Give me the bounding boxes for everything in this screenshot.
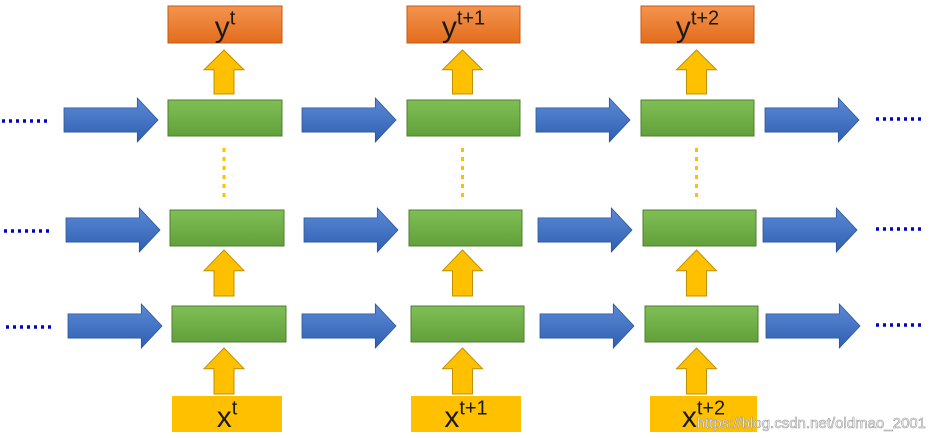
hidden-cells	[167, 99, 759, 343]
horizontal-arrows	[63, 96, 861, 350]
right-arrow-row2-2	[303, 206, 399, 254]
input-label-1-superscript: t	[232, 397, 238, 419]
output-label-1-superscript: t	[230, 7, 236, 29]
up-arrow-to-output-col2	[441, 49, 484, 95]
output-label-1-base: y	[215, 11, 230, 44]
right-arrow-row2-4	[762, 206, 858, 254]
up-arrow-layer-col2	[441, 249, 484, 297]
up-arrow-to-output-col3	[675, 49, 718, 95]
right-arrow-row3-4	[765, 302, 861, 350]
vertical-dots	[222, 148, 698, 198]
output-label-1: yt	[215, 7, 236, 44]
input-box-2	[411, 396, 521, 432]
up-arrow-from-input-col2	[441, 347, 484, 395]
input-label-3-superscript: t+2	[697, 397, 725, 419]
right-arrow-row3-2	[301, 302, 397, 350]
right-arrow-row1-1	[63, 96, 159, 144]
right-arrow-row3-3	[539, 302, 635, 350]
input-label-1-base: x	[217, 401, 232, 434]
input-label-3: xt+2	[682, 397, 725, 434]
hidden-cell-row1-col3	[640, 99, 755, 137]
up-arrow-layer-col1	[202, 249, 246, 297]
continuation-dots	[2, 117, 922, 329]
right-arrow-row2-1	[65, 206, 161, 254]
output-label-2: yt+1	[442, 7, 485, 44]
up-arrow-layer-col3	[675, 249, 718, 297]
right-arrow-row1-4	[764, 96, 860, 144]
input-box-3	[650, 396, 757, 432]
output-box-1	[167, 5, 283, 44]
watermark: https://blog.csdn.net/oldmao_2001	[696, 415, 926, 433]
hidden-cell-row2-col2	[408, 209, 523, 247]
output-label-3-superscript: t+2	[691, 7, 719, 29]
input-label-2: xt+1	[444, 397, 487, 434]
output-label-2-base: y	[442, 11, 457, 44]
right-arrow-row1-2	[301, 96, 397, 144]
watermark-text: https://blog.csdn.net/oldmao_2001	[697, 415, 926, 432]
hidden-cell-row1-col1	[167, 99, 283, 137]
right-arrow-row2-3	[537, 206, 633, 254]
output-label-3-base: y	[676, 11, 691, 44]
hidden-cell-row2-col1	[169, 209, 285, 247]
output-label-2-superscript: t+1	[457, 7, 485, 29]
input-label-2-superscript: t+1	[459, 397, 487, 419]
input-label-2-base: x	[444, 401, 459, 434]
hidden-cell-row3-col1	[171, 305, 287, 343]
up-arrow-to-output-col1	[202, 49, 246, 95]
output-box-2	[406, 5, 521, 44]
right-arrow-row1-3	[535, 96, 631, 144]
input-label-1: xt	[217, 397, 238, 434]
hidden-cell-row1-col2	[406, 99, 521, 137]
input-box-1	[172, 396, 282, 432]
up-arrow-from-input-col3	[675, 347, 718, 395]
input-label-3-base: x	[682, 401, 697, 434]
vertical-arrows	[202, 49, 718, 395]
up-arrow-from-input-col1	[202, 347, 246, 395]
hidden-cell-row3-col2	[410, 305, 525, 343]
output-box-3	[640, 5, 755, 44]
output-label-3: yt+2	[676, 7, 719, 44]
hidden-cell-row3-col3	[644, 305, 759, 343]
right-arrow-row3-1	[67, 302, 163, 350]
hidden-cell-row2-col3	[642, 209, 757, 247]
